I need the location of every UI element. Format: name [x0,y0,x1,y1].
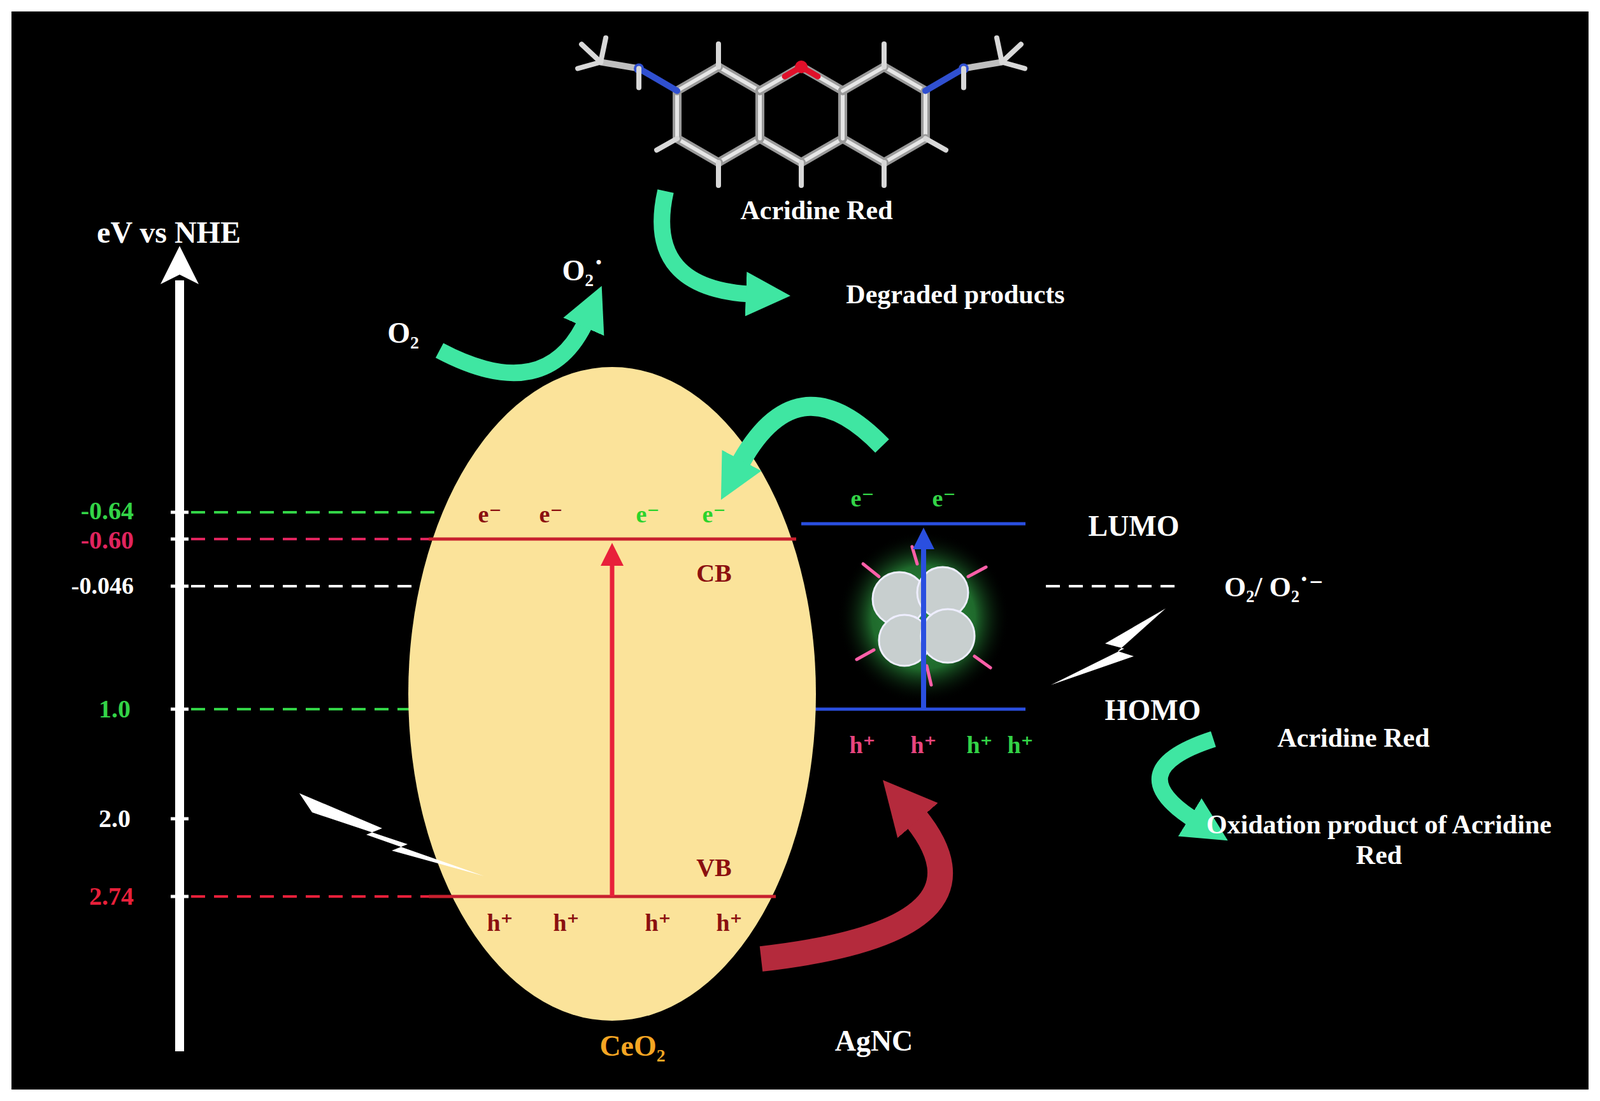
tick-value: 2.0 [98,803,131,834]
electron: e⁻ [478,500,502,529]
ceo2-shape [408,367,816,1021]
material-label: CeO₂ [599,1029,665,1064]
tick-value: -0.64 [80,496,134,526]
band-label: CB [696,558,732,588]
radical-label: O₂˙ [562,254,604,288]
tick-value: -0.046 [71,571,134,600]
electron: e⁻ [539,500,564,529]
electron: e⁻ [636,500,660,529]
electron: e⁻ [932,484,957,513]
band-label: VB [696,852,732,883]
hole: h⁺ [715,908,743,937]
level-label: LUMO [1087,509,1179,544]
hole: h⁺ [1007,731,1034,760]
species-label: O₂ [387,316,420,351]
hole: h⁺ [644,908,671,937]
hole: h⁺ [849,731,876,760]
hole: h⁺ [910,731,937,760]
hole: h⁺ [486,908,513,937]
level-label: HOMO [1105,693,1202,728]
material-label: AgNC [835,1024,914,1058]
axis-title: eV vs NHE [96,214,241,250]
electron: e⁻ [850,484,875,513]
electron: e⁻ [702,500,727,529]
dye-name: Acridine Red [740,194,893,226]
product-label: Degraded products [845,278,1065,310]
redox-label: O₂/ O₂˙⁻ [1224,571,1324,604]
ceo2-ellipse: CeO₂CBVBe⁻e⁻e⁻e⁻h⁺h⁺h⁺h⁺ [408,367,816,1021]
hole: h⁺ [552,908,579,937]
hole: h⁺ [966,731,993,760]
dye-name: Acridine Red [1277,722,1430,753]
product-label: Oxidation product of Acridine Red [1200,808,1558,871]
tick-value: 2.74 [89,881,134,911]
tick-value: 1.0 [98,694,131,724]
tick-value: -0.60 [80,525,134,555]
